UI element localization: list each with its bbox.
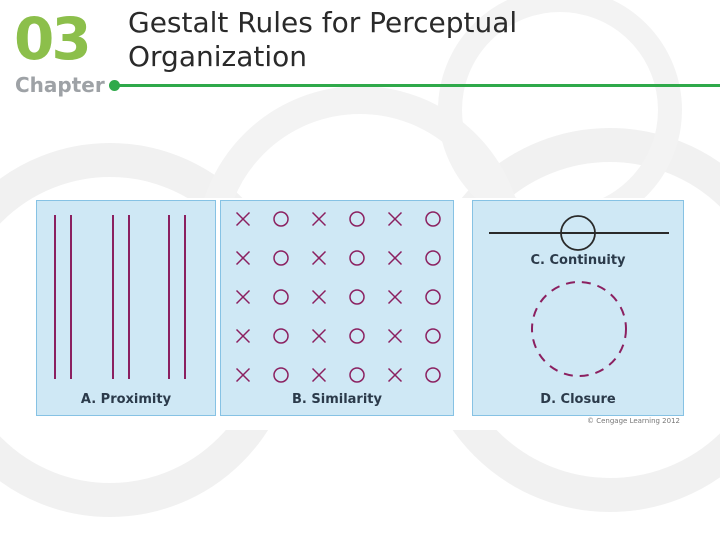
similarity-x-mark (387, 211, 403, 227)
panel-continuity-closure: C. Continuity D. Closure (472, 200, 684, 416)
similarity-o-mark (425, 328, 441, 344)
similarity-o-mark (425, 211, 441, 227)
similarity-x-mark (311, 250, 327, 266)
panel-similarity: B. Similarity (220, 200, 454, 416)
continuity-circle (560, 215, 596, 251)
similarity-x-mark (311, 367, 327, 383)
title-rule-line (116, 84, 720, 87)
gestalt-figure: A. Proximity B. Similarity C. Continuity… (36, 198, 684, 430)
similarity-o-mark (349, 367, 365, 383)
similarity-x-mark (235, 289, 251, 305)
similarity-x-mark (387, 250, 403, 266)
proximity-lines (54, 215, 186, 379)
similarity-o-mark (273, 250, 289, 266)
similarity-o-mark (349, 289, 365, 305)
similarity-x-mark (387, 367, 403, 383)
chapter-label: Chapter (15, 73, 105, 97)
continuity-closure-shapes (489, 215, 669, 377)
closure-label: D. Closure (540, 392, 616, 407)
similarity-x-mark (311, 211, 327, 227)
similarity-grid (235, 211, 441, 383)
panel-proximity: A. Proximity (36, 200, 216, 416)
similarity-o-mark (425, 367, 441, 383)
similarity-x-mark (387, 328, 403, 344)
similarity-x-mark (311, 328, 327, 344)
similarity-o-mark (349, 250, 365, 266)
similarity-o-mark (425, 289, 441, 305)
similarity-x-mark (311, 289, 327, 305)
similarity-o-mark (273, 211, 289, 227)
similarity-o-mark (273, 289, 289, 305)
similarity-x-mark (235, 250, 251, 266)
similarity-x-mark (387, 289, 403, 305)
similarity-o-mark (349, 211, 365, 227)
similarity-x-mark (235, 367, 251, 383)
similarity-o-mark (349, 328, 365, 344)
similarity-label: B. Similarity (292, 392, 382, 407)
chapter-number: 03 (14, 5, 92, 73)
proximity-label: A. Proximity (80, 392, 172, 407)
closure-dashed-circle (531, 281, 627, 377)
title-rule-dot (109, 80, 120, 91)
continuity-label: C. Continuity (530, 253, 626, 268)
similarity-x-mark (235, 211, 251, 227)
similarity-x-mark (235, 328, 251, 344)
similarity-o-mark (425, 250, 441, 266)
slide-title: Gestalt Rules for Perceptual Organizatio… (128, 6, 518, 73)
similarity-o-mark (273, 367, 289, 383)
similarity-o-mark (273, 328, 289, 344)
copyright-credit: © Cengage Learning 2012 (587, 417, 680, 425)
